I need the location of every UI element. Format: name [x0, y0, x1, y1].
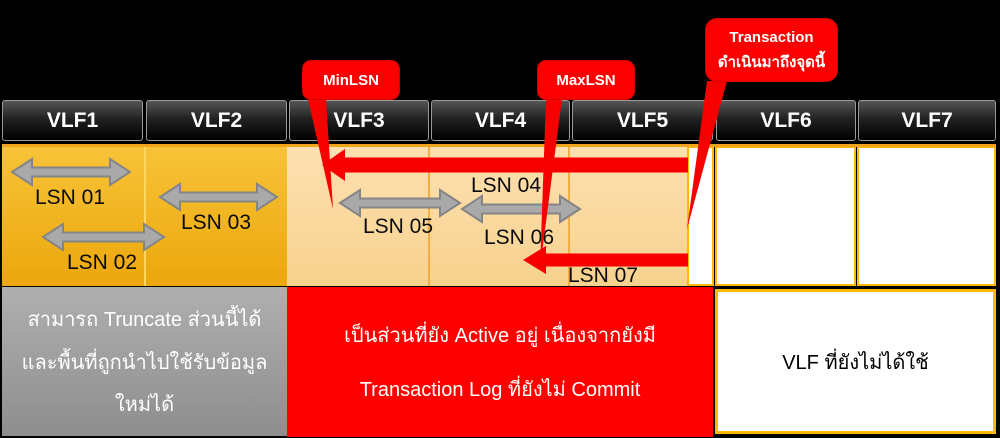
vlf7-header: VLF7: [858, 100, 996, 141]
log-file-top-border: [2, 144, 996, 147]
unused-text: VLF ที่ยังไม่ได้ใช้: [782, 351, 929, 374]
active-text-line1: เป็นส่วนที่ยัง Active อยู่ เนื่องจากยังม…: [344, 325, 656, 347]
unused-region: VLF ที่ยังไม่ได้ใช้: [715, 289, 996, 434]
minlsn-callout: MinLSN: [302, 60, 400, 100]
vlf7-cell: [857, 146, 996, 286]
transaction-callout-line2: ดำเนินมาถึงจุดนี้: [717, 54, 826, 71]
minlsn-callout-label: MinLSN: [323, 71, 379, 89]
vlf6-cell: [715, 146, 856, 286]
maxlsn-callout: MaxLSN: [537, 60, 635, 100]
truncatable-text-line1: สามารถ Truncate ส่วนนี้ได้: [27, 309, 262, 332]
active-region: เป็นส่วนที่ยัง Active อยู่ เนื่องจากยังม…: [287, 287, 713, 437]
lsn04-label: LSN 04: [470, 174, 542, 197]
vlf3-header: VLF3: [289, 100, 429, 141]
vlf4-header: VLF4: [431, 100, 570, 141]
transaction-callout: Transaction ดำเนินมาถึงจุดนี้: [705, 18, 838, 82]
vlf5-unused-cell: [687, 146, 714, 286]
vlf1-vlf2-divider: [144, 147, 146, 286]
maxlsn-callout-label: MaxLSN: [556, 71, 616, 89]
active-text-line2: Transaction Log ที่ยังไม่ Commit: [359, 379, 641, 401]
vlf2-header: VLF2: [146, 100, 287, 141]
lsn03-label: LSN 03: [180, 211, 252, 234]
transaction-callout-line1: Transaction: [729, 29, 814, 46]
lsn07-label: LSN 07: [567, 264, 639, 287]
lsn06-label: LSN 06: [483, 226, 555, 249]
truncatable-text-line2: และพื้นที่ถูกนำไปใช้รับข้อมูล: [21, 351, 268, 374]
lsn01-label: LSN 01: [34, 186, 106, 209]
vlf1-header: VLF1: [2, 100, 143, 141]
vlf6-header: VLF6: [716, 100, 856, 141]
truncatable-text-line3: ใหม่ได้: [114, 393, 175, 416]
lsn02-label: LSN 02: [66, 251, 138, 274]
lsn05-label: LSN 05: [362, 215, 434, 238]
truncatable-region: สามารถ Truncate ส่วนนี้ได้ และพื้นที่ถูก…: [2, 287, 287, 436]
vlf5-header: VLF5: [572, 100, 713, 141]
